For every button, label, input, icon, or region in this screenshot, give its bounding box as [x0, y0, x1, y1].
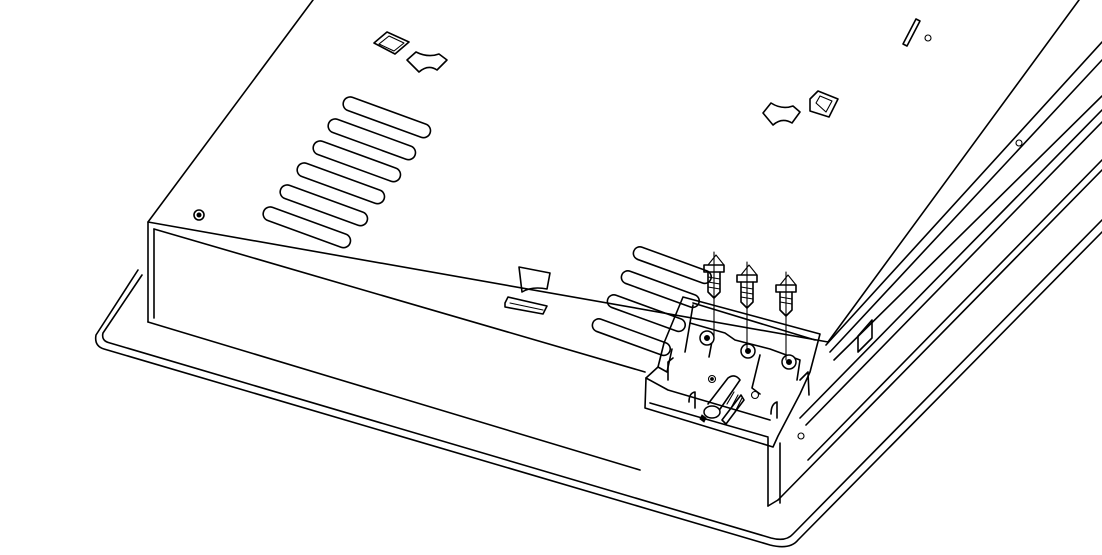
terminal-block	[644, 296, 821, 448]
screw-1	[703, 251, 725, 337]
vent-slots-right	[591, 246, 713, 357]
housing	[147, 0, 1102, 507]
clip-slot-bottom	[504, 266, 551, 315]
screw-2	[736, 261, 758, 351]
mounting-hole-left	[193, 209, 205, 221]
side-slot	[857, 319, 873, 353]
clip-slot-top-left	[373, 31, 448, 73]
screw-3	[775, 271, 797, 361]
side-hole-2	[797, 432, 805, 440]
mounting-hole-top-right	[902, 18, 932, 47]
vent-slots-left	[262, 96, 432, 249]
front-bezel	[94, 219, 1102, 548]
side-hole-1	[1015, 139, 1023, 147]
clip-slot-top-right	[762, 90, 839, 126]
